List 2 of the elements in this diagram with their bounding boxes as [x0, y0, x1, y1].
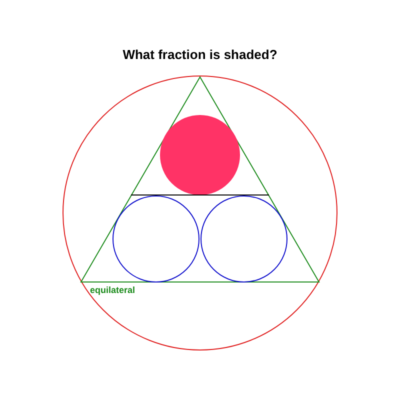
- shape-label: equilateral: [90, 285, 136, 295]
- title: What fraction is shaded?: [122, 47, 278, 62]
